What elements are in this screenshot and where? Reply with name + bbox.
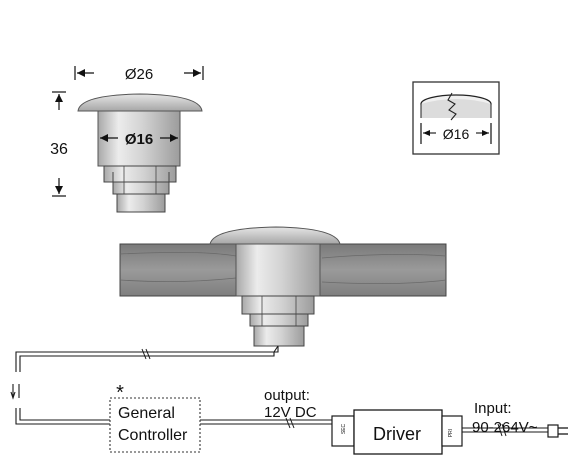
driver: Driver SEC PRI [331, 409, 463, 455]
cutout-diameter-label: Ø16 [443, 126, 470, 142]
controller-label-line2: Controller [118, 427, 188, 444]
controller-label-line1: General [118, 405, 175, 422]
top-light-drawing [77, 93, 203, 213]
output-label-line2: 12V DC [264, 404, 317, 421]
output-label-line1: output: [264, 387, 310, 404]
input-label-line1: Input: [474, 400, 512, 417]
dimension-16: Ø16 [100, 131, 178, 148]
driver-box [353, 409, 443, 455]
dimension-16-label: Ø16 [125, 131, 153, 148]
dimension-36-label: 36 [50, 141, 68, 158]
output-label: output: 12V DC [264, 387, 317, 421]
general-controller: * General Controller [109, 382, 201, 453]
wiring [10, 345, 548, 437]
driver-label: Driver [373, 424, 421, 444]
installed-light-body [235, 243, 321, 297]
dimension-26: Ø26 [74, 66, 204, 83]
light-nut-upper [103, 165, 177, 183]
controller-asterisk: * [116, 382, 124, 404]
dimension-26-label: Ø26 [125, 66, 153, 83]
dimension-36: 36 [50, 91, 68, 197]
cutout-detail: Ø16 [412, 81, 500, 155]
driver-pri-label: PRI [448, 429, 454, 437]
controller-box [109, 397, 201, 453]
driver-cap-right [441, 415, 463, 447]
installed-light-cap [209, 226, 341, 245]
input-label-line2: 90-264V~ [472, 419, 538, 436]
light-threaded-end [116, 193, 166, 213]
installed-nut-middle [249, 313, 309, 327]
light-nut-middle [112, 181, 170, 195]
driver-sec-label: SEC [341, 423, 347, 434]
installed-light-drawing [119, 226, 447, 347]
light-cap [77, 93, 203, 112]
installed-threaded-end [253, 325, 305, 347]
input-label: Input: 90-264V~ [472, 400, 538, 436]
installed-nut-upper [241, 295, 315, 315]
power-plug-icon [547, 424, 568, 438]
